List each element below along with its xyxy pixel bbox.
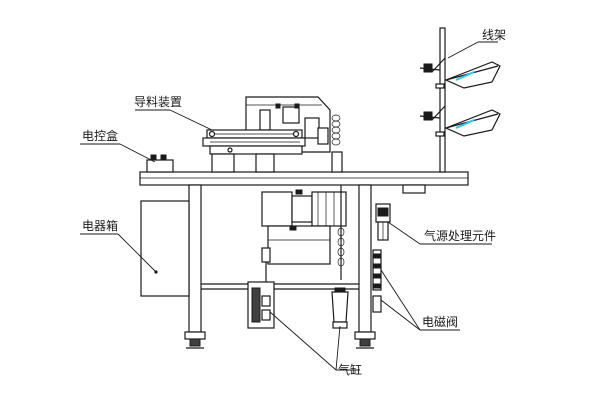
label-electrical-box: 电器箱 [82, 218, 118, 233]
table-frame [184, 184, 376, 349]
air-cylinder-left [247, 281, 275, 329]
table-top [139, 171, 469, 194]
label-guide-device: 导料装置 [134, 95, 182, 109]
electrical-box [140, 200, 190, 297]
control-box [146, 154, 174, 173]
label-air-cylinder: 气缸 [338, 362, 362, 377]
leader-lines [80, 41, 498, 371]
cable-coil [331, 114, 341, 146]
label-solenoid-valve: 电磁阀 [422, 314, 458, 329]
drive-chain [337, 185, 345, 280]
air-source-unit [375, 203, 391, 241]
motor-unit [261, 185, 347, 282]
label-air-source-unit: 气源处理元件 [424, 228, 496, 243]
thread-rack [419, 27, 501, 173]
air-cylinder-right [331, 287, 349, 329]
solenoid-valve [372, 249, 382, 313]
label-control-box: 电控盒 [82, 128, 118, 143]
label-thread-rack: 线架 [482, 28, 506, 42]
guide-device [202, 96, 343, 173]
